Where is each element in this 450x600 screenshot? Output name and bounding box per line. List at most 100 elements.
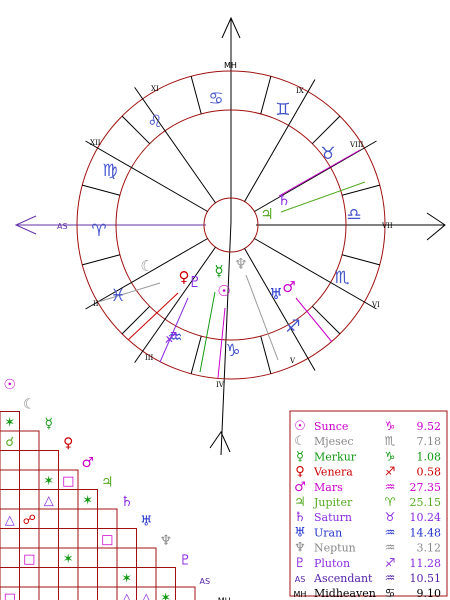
aspect-symbol: ✶ [63,552,74,567]
aspect-header: ♀ [63,436,73,452]
aspect-symbol: △ [122,591,132,600]
aspect-cell [175,586,196,600]
as-arrow-icon [14,215,37,235]
position-glyph: MH [294,590,307,599]
aspect-header: ☿ [44,416,53,432]
house-number: XI [151,85,159,93]
position-name: Mars [314,481,343,494]
position-value: 7.18 [417,435,442,448]
position-glyph: ♀ [295,465,305,480]
aspect-cell [77,567,98,588]
aspect-symbol: △ [44,493,54,508]
mars-glyph: ♂ [282,278,295,296]
middle-circle [115,109,347,341]
moon-glyph: ☾ [140,257,153,275]
aspect-cell [38,528,59,549]
aspect-cell [116,528,137,549]
zodiac-signs: ♋♌♊♍♉♈♎♓♏♒♐♑ [91,89,361,361]
aspect-header: ☉ [3,377,16,393]
taurus-glyph: ♉ [320,144,335,164]
sign-divider [82,254,121,266]
position-name: Jupiter [313,496,353,509]
aspect-cell [0,469,20,490]
planet-glyphs: ♄♃☾♀♇☿♆☉♂♅♐ [140,191,295,347]
position-sign: ♐ [385,556,396,570]
position-glyph: ♄ [294,510,306,525]
aspect-symbol: ✶ [82,493,93,508]
wheel [76,70,386,380]
aspect-header: ♂ [81,455,94,471]
aspect-cell [136,547,157,568]
aspect-cell [19,586,40,600]
as-label: AS [57,222,68,231]
position-value: 9.10 [417,587,442,600]
position-glyph: ♃ [294,495,306,510]
house-number: IX [296,87,304,95]
house-number: II [93,300,99,308]
house-cusp-line [134,246,216,363]
saturn-line [278,149,361,197]
axis-labels: MH AS VII IV [57,61,393,389]
sign-divider [260,76,272,115]
sun-line [217,307,226,379]
aspect-symbol: □ [101,532,113,547]
aspect-symbol: △ [141,591,151,600]
aspect-cell [0,567,20,588]
aspect-cell [97,508,118,529]
aspect-cell [97,586,118,600]
position-name: Saturn [314,511,352,524]
aspect-symbol: ✶ [4,415,15,430]
house-number: V [289,357,296,365]
position-value: 10.51 [410,572,442,585]
aspect-symbol: ✶ [160,591,171,600]
position-sign: ♒ [385,571,396,585]
positions-table: ☉Sunce♑9.52☾Mjesec♏7.18☿Merkur♑1.08♀Vene… [289,410,448,600]
aspect-cell [97,567,118,588]
mercury-glyph: ☿ [214,262,223,280]
aspect-header: ☾ [23,397,36,413]
position-name: Neptun [314,542,356,555]
aspect-symbol: ☍ [23,513,36,528]
position-name: Pluton [314,557,350,570]
moon-line [97,282,161,303]
aspect-cell [58,489,79,510]
position-value: 3.12 [417,542,442,555]
ascendant-arrow-glyph: ♐ [164,329,177,347]
position-sign: ♏ [385,434,396,448]
aspect-header: ♃ [101,475,114,491]
house-cusp-line [254,238,377,310]
position-value: 11.28 [410,557,442,570]
position-glyph: ☉ [294,419,306,434]
leo-glyph: ♌ [147,112,162,132]
position-value: 1.08 [417,450,442,463]
aspect-symbol: △ [5,513,15,528]
jupiter-glyph: ♃ [260,205,273,223]
sign-divider [121,305,151,335]
capricorn-glyph: ♑ [225,341,240,361]
venus-glyph: ♀ [179,268,190,286]
aspect-symbol: ✶ [43,474,54,489]
house-number: VI [371,301,380,309]
pluto-line [159,297,189,363]
sagittarius-glyph: ♐ [285,317,300,337]
position-sign: ♈ [385,495,396,509]
position-sign: ♒ [385,480,396,494]
position-sign: ♒ [385,525,396,539]
scorpio-glyph: ♏ [334,268,349,288]
mars-line [295,297,333,343]
position-name: Uran [314,526,342,539]
aspect-grid: ☉☾☿♀♂♃♄♅♆♇ASMH✶☌✶□△✶△☍□□✶✶□△△✶ [0,377,231,600]
position-glyph: ♆ [294,541,306,556]
ds-label: VII [381,222,393,230]
aspect-cell [38,586,59,600]
house-number: III [145,354,154,362]
aries-glyph: ♈ [91,221,106,241]
aspect-symbol: ✶ [121,571,132,586]
position-glyph: ♂ [294,480,306,495]
aspect-symbol: □ [4,591,16,600]
position-glyph: ☿ [296,449,304,464]
position-name: Sunce [314,420,348,433]
aspect-cell [155,567,176,588]
position-glyph: ♅ [294,525,306,540]
